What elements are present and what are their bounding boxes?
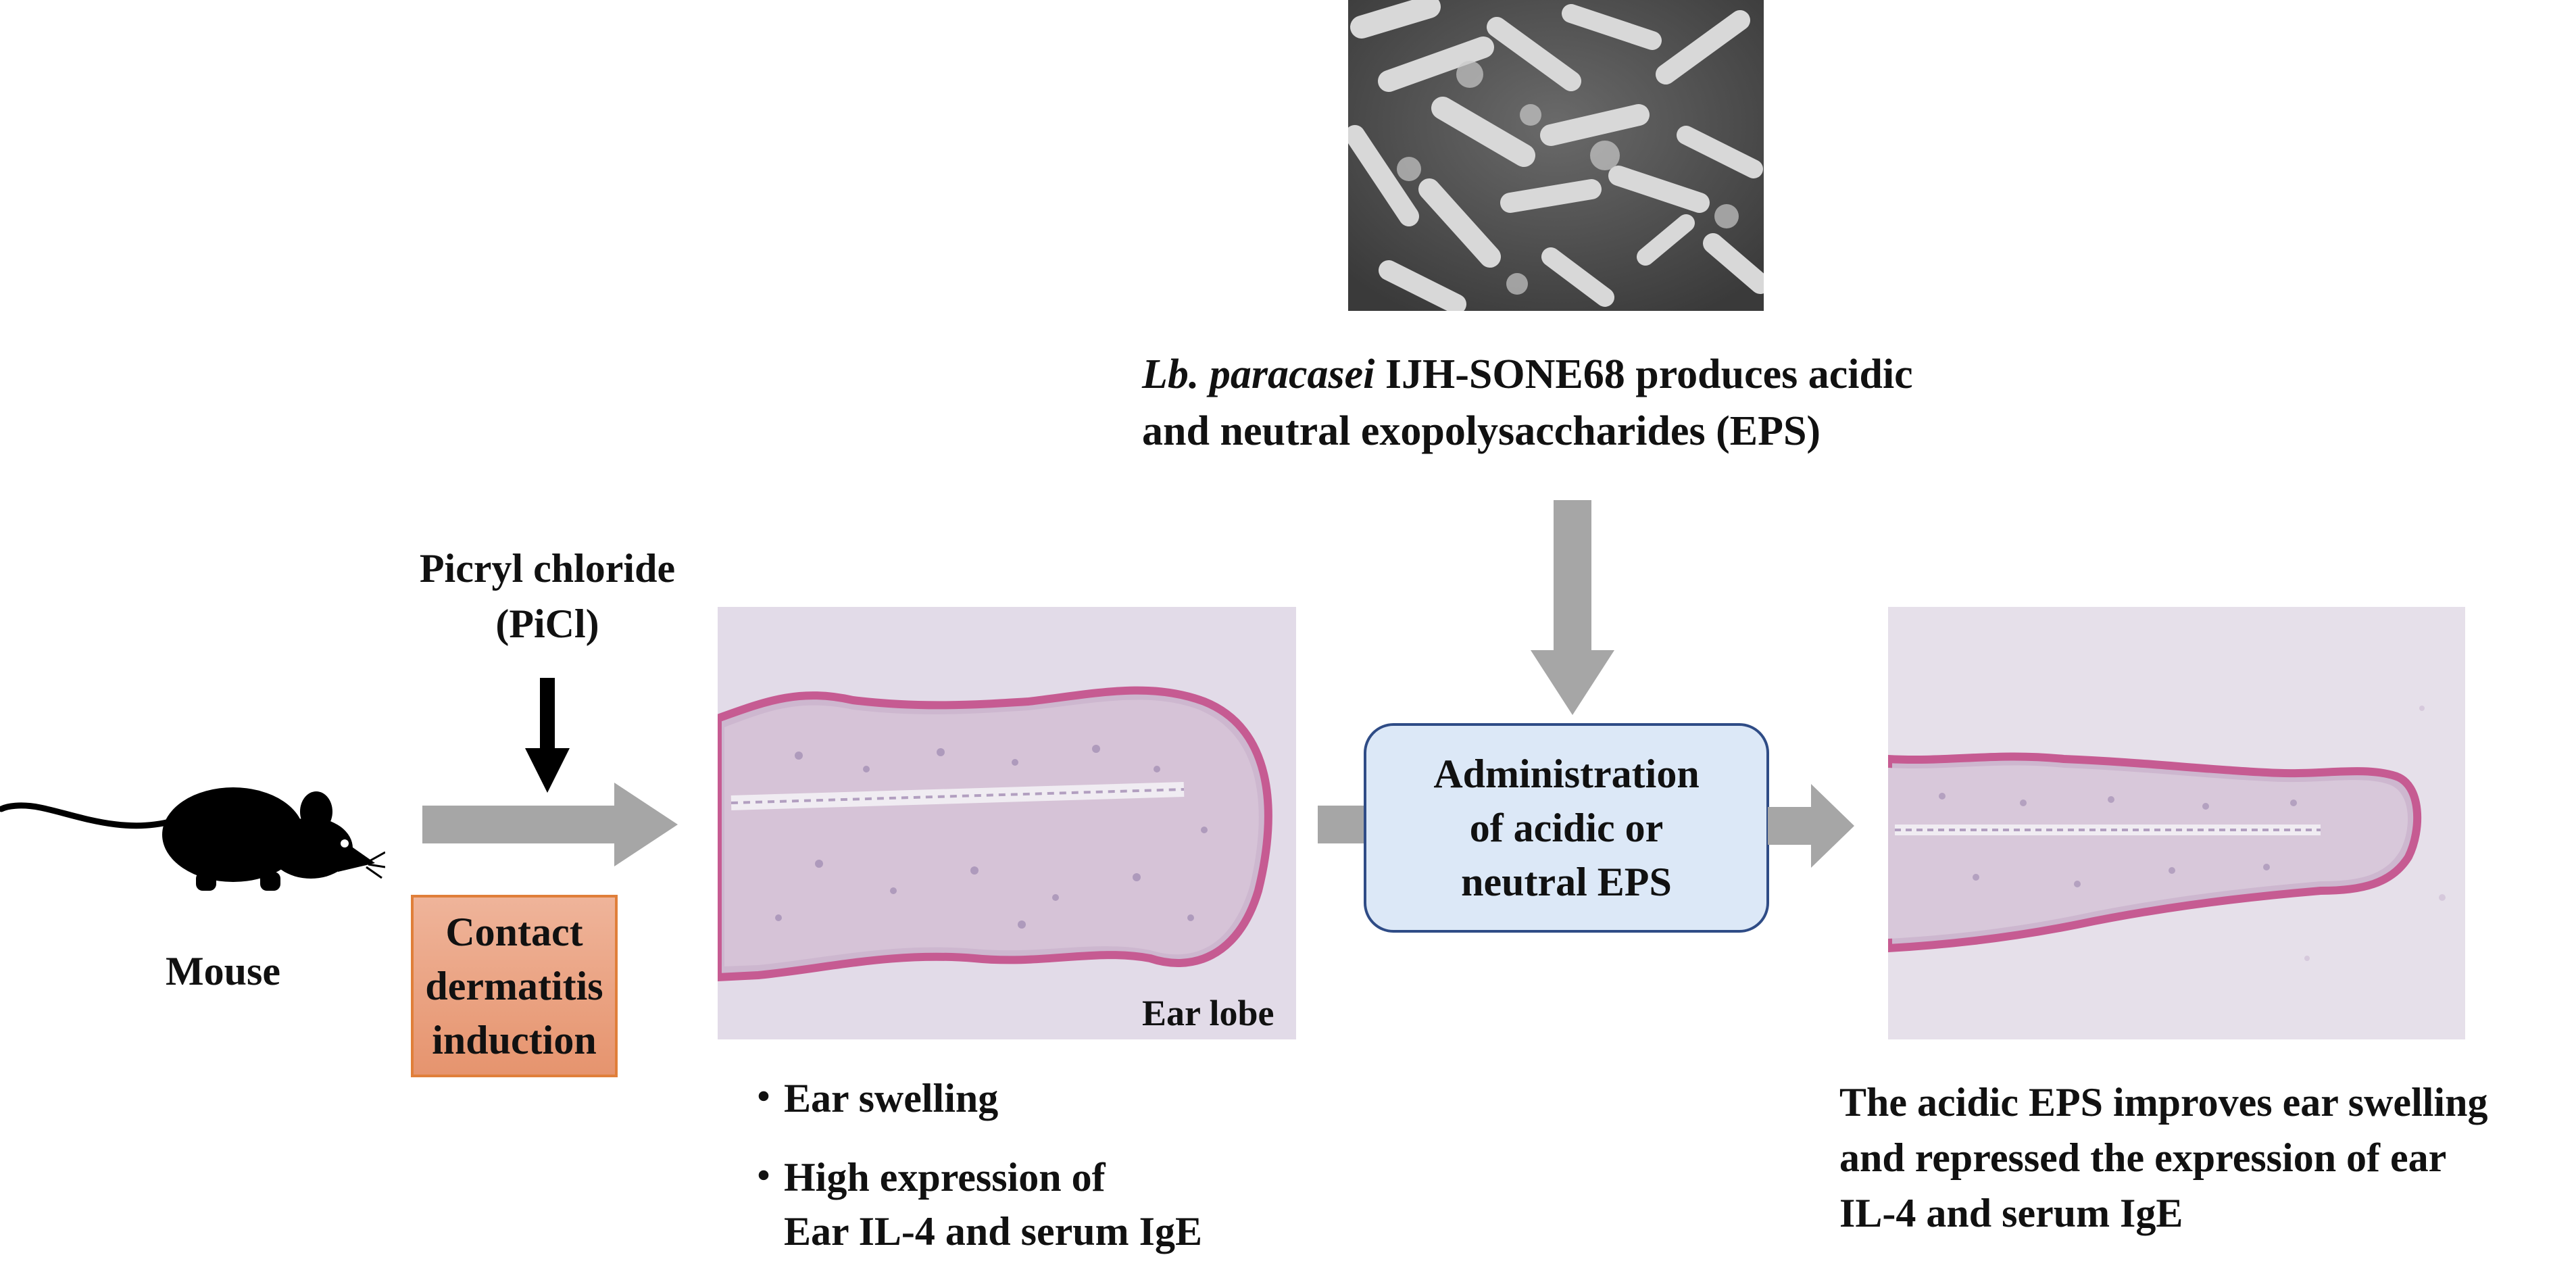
eps-caption-line1-rest: IJH-SONE68 produces acidic	[1374, 351, 1913, 397]
right-arrow-icon	[1768, 784, 1854, 868]
ear-lobe-label: Ear lobe	[1142, 993, 1274, 1033]
species-name: Lb. paracasei	[1142, 351, 1375, 397]
bacteria-image	[1348, 0, 1764, 311]
bullet-text: Ear swelling	[784, 1076, 999, 1121]
admin-line3: neutral EPS	[1461, 860, 1672, 904]
eps-caption: Lb. paracasei IJH-SONE68 produces acidic…	[1142, 346, 2021, 460]
bullet-item-high-expression: ・High expression of Ear IL-4 and serum I…	[743, 1150, 1202, 1258]
bullet-mark: ・	[743, 1076, 784, 1121]
administration-box: Administration of acidic or neutral EPS	[1364, 723, 1769, 933]
outcome-line3: IL-4 and serum IgE	[1839, 1191, 2183, 1235]
sem-micrograph	[1348, 0, 1764, 311]
outcome-line2: and repressed the expression of ear	[1839, 1135, 2447, 1180]
bullet-mark: ・	[743, 1155, 784, 1200]
admin-line2: of acidic or	[1469, 806, 1664, 850]
picl-label-line1: Picryl chloride	[419, 546, 676, 591]
mouse-icon	[0, 787, 385, 891]
induction-line2: dermatitis	[425, 964, 603, 1008]
down-arrow-icon	[525, 678, 570, 793]
outcome-line1: The acidic EPS improves ear swelling	[1839, 1080, 2488, 1125]
bullet-text-line2: Ear IL-4 and serum IgE	[784, 1209, 1202, 1254]
mouse-label: Mouse	[166, 949, 280, 993]
connector-bar	[1318, 806, 1372, 843]
induction-box: Contact dermatitis induction	[411, 895, 618, 1077]
outcome-text: The acidic EPS improves ear swelling and…	[1839, 1075, 2573, 1241]
histology-before	[718, 607, 1296, 1039]
ear-tissue-image	[718, 607, 1296, 1039]
induction-line1: Contact	[445, 910, 583, 954]
histology-after	[1888, 607, 2465, 1039]
bullet-text-line1: High expression of	[784, 1155, 1106, 1200]
induction-line3: induction	[432, 1018, 597, 1062]
ear-tissue-treated-image	[1888, 607, 2465, 1039]
admin-line1: Administration	[1433, 752, 1700, 796]
eps-caption-line2: and neutral exopolysaccharides (EPS)	[1142, 408, 1821, 454]
bullet-item-ear-swelling: ・Ear swelling	[743, 1071, 998, 1125]
picl-label: Picryl chloride (PiCl)	[378, 541, 716, 652]
picl-label-line2: (PiCl)	[495, 601, 599, 646]
down-arrow-gray-icon	[1531, 500, 1614, 715]
right-arrow-icon	[422, 783, 678, 866]
